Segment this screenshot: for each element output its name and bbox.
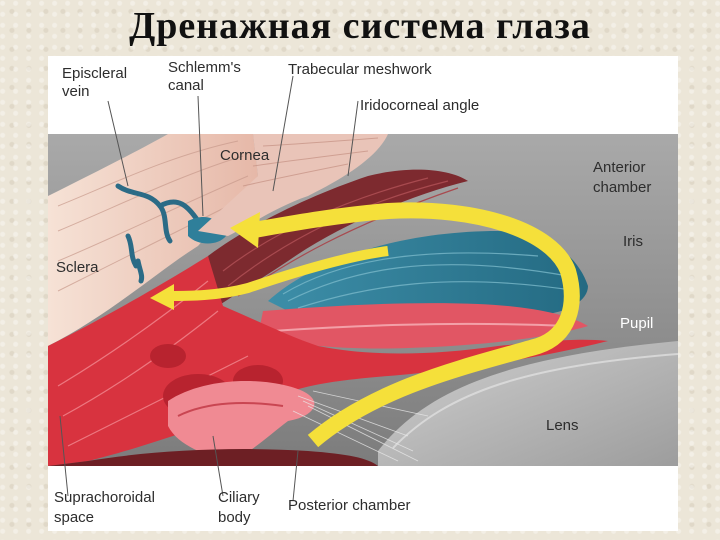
label-anterior-chamber-line1: Anterior [593,159,646,176]
diagram-svg: Episcleral vein Schlemm's canal Trabecul… [48,59,678,526]
label-lens: Lens [546,417,579,434]
sclera-shape [48,134,258,346]
cornea-shape [198,134,388,236]
label-trabecular-meshwork: Trabecular meshwork [288,61,432,78]
aqueous-flow-arrows [150,202,580,448]
page-title: Дренажная система глаза [129,5,591,47]
label-episcleral-vein-line2: vein [62,83,90,100]
label-ciliary-body-line1: Ciliary [218,489,260,506]
aqueous-flow-arrow-upper [246,202,580,448]
label-anterior-chamber-line2: chamber [593,179,651,196]
episcleral-vein-shape [115,183,201,284]
label-schlemms-canal-line2: canal [168,77,204,94]
label-iris: Iris [623,233,643,250]
label-schlemms-canal-line1: Schlemm's [168,59,241,76]
aqueous-flow-arrowhead-upper [230,212,260,248]
label-suprachoroidal-space-line1: Suprachoroidal [54,489,155,506]
label-episcleral-vein-line1: Episcleral [62,65,127,82]
iris-pigment-shape [258,303,588,349]
eye-drainage-diagram: Episcleral vein Schlemm's canal Trabecul… [48,56,678,531]
aqueous-flow-arrowhead-lower [150,284,174,310]
label-sclera: Sclera [56,259,99,276]
label-suprachoroidal-space-line2: space [54,509,94,526]
label-pupil: Pupil [620,315,653,332]
ciliary-body-folds-shape [168,381,315,461]
label-cornea: Cornea [220,147,270,164]
aqueous-flow-arrow-lower [167,246,389,301]
lens-shape [378,341,678,466]
label-ciliary-body-line2: body [218,509,251,526]
leader-lines [59,75,359,502]
label-posterior-chamber: Posterior chamber [288,497,411,514]
label-iridocorneal-angle: Iridocorneal angle [360,97,479,114]
